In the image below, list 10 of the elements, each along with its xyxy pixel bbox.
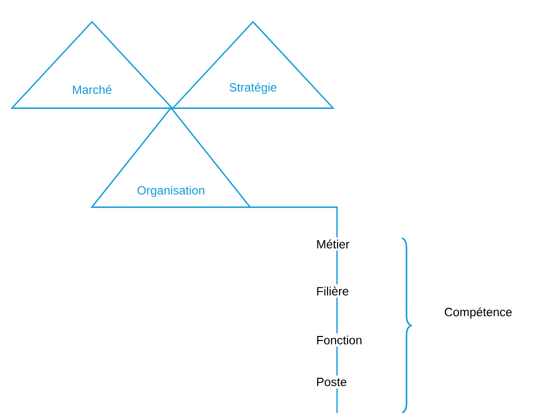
connector-line xyxy=(336,388,338,413)
group-label: Compétence xyxy=(444,307,512,319)
connector-line xyxy=(336,346,338,376)
level-text: Métier xyxy=(314,238,352,250)
level-text: Fonction xyxy=(314,334,364,346)
level-text: Filière xyxy=(314,284,351,298)
connector-line xyxy=(336,298,338,334)
level-text: Poste xyxy=(314,376,349,388)
connector-line xyxy=(250,206,338,238)
connector-line xyxy=(336,250,338,284)
